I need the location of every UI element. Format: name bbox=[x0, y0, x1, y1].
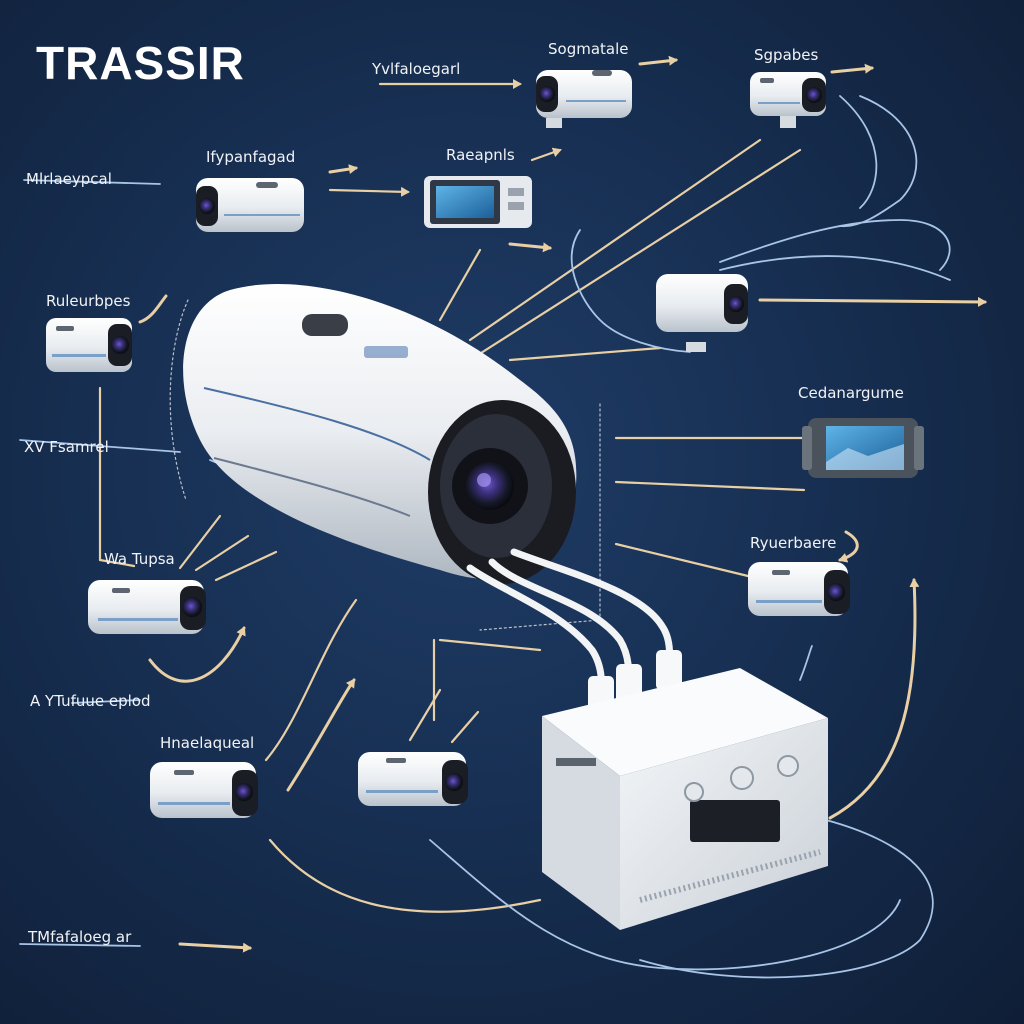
small-camera-bottom-left bbox=[150, 762, 258, 818]
small-camera-upper-left bbox=[196, 178, 304, 232]
recorder-box bbox=[542, 668, 828, 930]
brand-logo: TRASSIR bbox=[36, 37, 245, 89]
main-camera bbox=[183, 284, 577, 584]
label-right-camera: Ryuerbaere bbox=[750, 534, 837, 552]
label-bottom: TMfafaloeg ar bbox=[28, 928, 132, 946]
small-camera-top-2 bbox=[750, 72, 826, 128]
label-left-low: A YTufuue eplod bbox=[30, 692, 151, 710]
small-camera-bottom-center bbox=[358, 752, 468, 806]
monitor-device-right bbox=[802, 418, 924, 478]
label-top-center: Yvlfaloegarl bbox=[372, 60, 461, 78]
small-camera-top-1 bbox=[536, 70, 632, 128]
monitor-device-top bbox=[424, 176, 532, 228]
small-camera-left-1 bbox=[46, 318, 132, 372]
label-monitor-top: Raeapnls bbox=[446, 146, 515, 164]
small-camera-right-mid bbox=[656, 274, 748, 352]
small-camera-left-2 bbox=[88, 580, 206, 634]
label-left-camera-2: Wa Tupsa bbox=[104, 550, 175, 568]
label-left-mid: XV Fsamrel bbox=[24, 438, 109, 456]
label-left-camera-1: Ruleurbpes bbox=[46, 292, 131, 310]
label-left-top: Mlrlaeypcal bbox=[26, 170, 112, 188]
label-top-camera-2: Sgpabes bbox=[754, 46, 819, 64]
connection-lines bbox=[19, 55, 987, 979]
label-top-camera-1: Sogmatale bbox=[548, 40, 629, 58]
label-upper-camera: Ifypanfagad bbox=[206, 148, 296, 166]
label-low-camera: Hnaelaqueal bbox=[160, 734, 255, 752]
small-camera-right-low bbox=[748, 562, 850, 616]
label-right-monitor: Cedanargume bbox=[798, 384, 904, 402]
